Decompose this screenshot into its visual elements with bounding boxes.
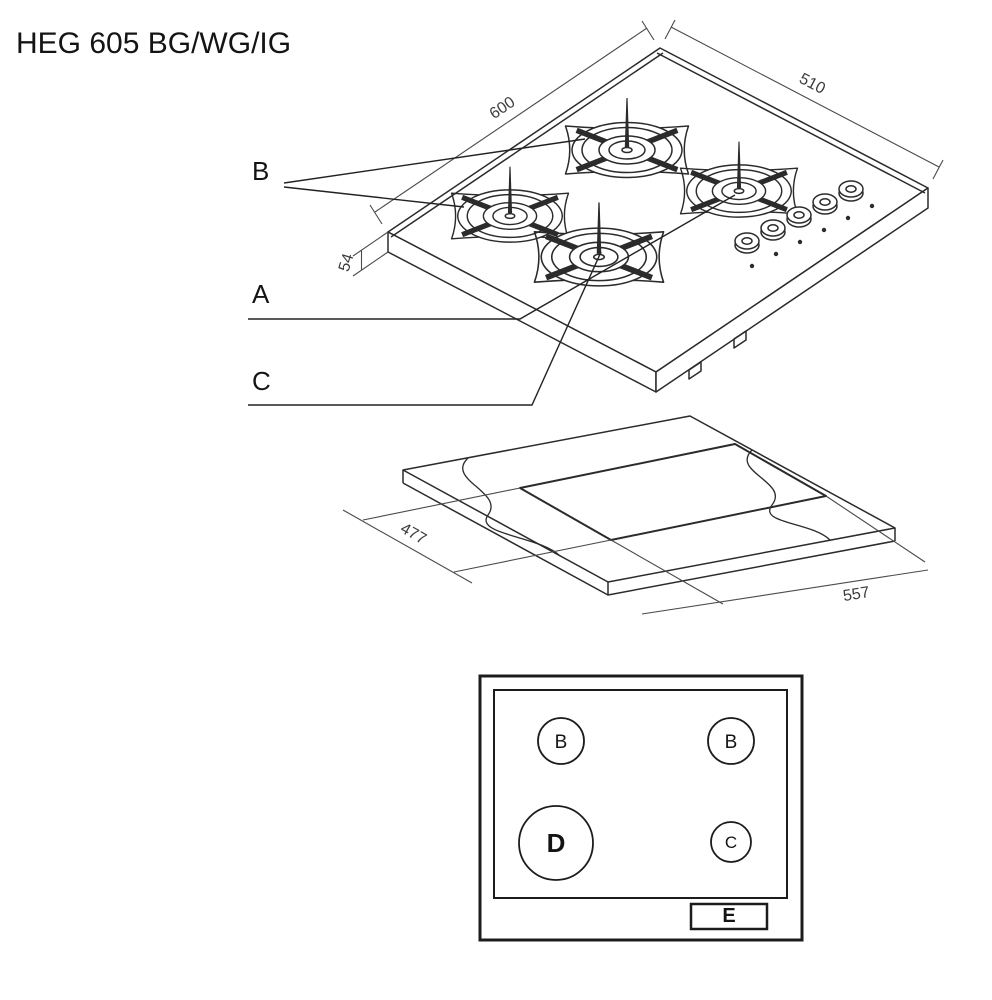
callout-b-label: B [252,156,269,186]
worktop-thickness-edge [402,482,896,596]
leader-line-a [248,194,736,320]
callout-a: A [248,194,736,320]
callout-c-label: C [252,366,271,396]
isometric-hob-view: 600 510 54 B A C [248,19,944,406]
hob-body [387,47,929,393]
hob-foot [688,361,702,380]
dimension-depth-label: 510 [796,70,828,97]
hob-right-face [655,187,929,393]
burner-zone-bottom-left [518,805,594,881]
worktop-slab [402,415,896,596]
hob-foot [733,330,747,349]
leader-line-b-left-burner [283,186,465,208]
break-line-left [462,457,561,557]
burner-layout-schematic: B B D C E [478,674,804,942]
hob-rim-right-edge [656,52,926,194]
callout-a-label: A [252,279,270,309]
dimension-height-label: 54 [336,252,357,274]
cutout-dimension-width: 557 [610,495,929,615]
cooking-area-outline [493,689,788,899]
ignition-dots [749,203,875,269]
burner-zone-top-left-label: B [555,732,568,753]
control-knob [838,180,864,202]
callout-b: B [252,138,586,208]
control-knob [734,232,760,254]
page-title: HEG 605 BG/WG/IG [16,27,291,60]
callout-c: C [248,251,602,406]
control-knob [786,206,812,228]
control-zone-box [689,902,769,931]
burner-zone-bottom-right [710,821,752,863]
installation-cutout-view: 477 557 [342,415,929,615]
hob-outline [478,674,804,942]
burner-zone-top-right-label: B [725,732,738,753]
control-knob [760,219,786,241]
control-panel [734,180,875,269]
break-line-right [746,449,831,541]
control-knob [812,193,838,215]
burner-zone-top-right [707,717,755,765]
burner-zone-bottom-right-label: C [725,833,737,852]
control-zone-label: E [722,905,735,927]
worktop-top-surface [402,415,896,583]
dimension-height: 54 [336,231,389,277]
cutout-width-label: 557 [842,584,871,605]
hob-rim-left-edge [390,52,664,238]
leader-line-c [248,251,602,406]
burner-zone-top-left [537,717,585,765]
burner-zone-bottom-left-label: D [547,828,566,858]
leader-line-b-back-burner [283,138,586,184]
